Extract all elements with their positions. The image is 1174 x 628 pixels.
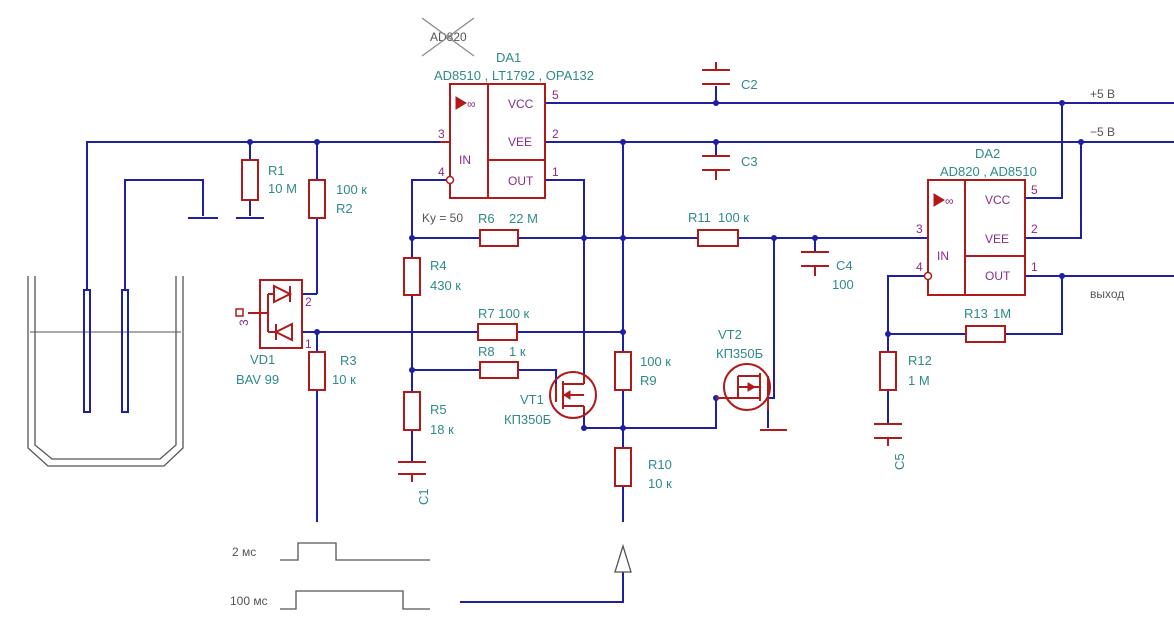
svg-text:R11: R11 — [688, 210, 711, 225]
svg-text:100 к: 100 к — [640, 354, 671, 369]
r3-body — [308, 351, 326, 391]
electrode-vessel — [27, 276, 184, 467]
r1-body — [241, 159, 259, 201]
svg-text:1 к: 1 к — [509, 344, 526, 359]
svg-text:AD820 , AD8510: AD820 , AD8510 — [940, 164, 1037, 179]
svg-text:IN: IN — [459, 153, 471, 167]
svg-text:100 мс: 100 мс — [230, 594, 268, 608]
svg-text:+5 В: +5 В — [1090, 87, 1115, 101]
svg-text:2: 2 — [1031, 222, 1038, 236]
r11-body — [697, 229, 739, 247]
svg-text:C4: C4 — [836, 258, 853, 273]
svg-text:1 М: 1 М — [908, 373, 930, 388]
svg-text:VCC: VCC — [985, 193, 1011, 207]
svg-text:3: 3 — [916, 222, 923, 236]
svg-text:КП350Б: КП350Б — [716, 346, 763, 361]
wires — [86, 86, 1174, 603]
svg-text:IN: IN — [937, 249, 949, 263]
svg-text:100 к: 100 к — [718, 210, 749, 225]
svg-text:R2: R2 — [336, 201, 353, 216]
svg-text:C5: C5 — [892, 453, 907, 470]
r13-body — [965, 325, 1006, 343]
svg-text:3: 3 — [237, 319, 251, 326]
svg-text:1М: 1М — [993, 306, 1011, 321]
svg-text:R8: R8 — [478, 344, 495, 359]
r8-body — [479, 361, 519, 379]
r12-body — [879, 351, 897, 391]
svg-text:R12: R12 — [908, 353, 932, 368]
crossed-out-ad820: AD820 — [421, 17, 475, 57]
r9-body — [614, 351, 632, 391]
svg-text:430 к: 430 к — [430, 278, 461, 293]
svg-text:100: 100 — [832, 277, 854, 292]
r5-body — [403, 391, 421, 431]
svg-text:КП350Б: КП350Б — [504, 412, 551, 427]
junctions — [247, 100, 1084, 431]
svg-text:Kу = 50: Kу = 50 — [422, 211, 463, 225]
svg-text:C2: C2 — [741, 77, 758, 92]
svg-text:OUT: OUT — [985, 269, 1011, 283]
svg-text:100 к: 100 к — [336, 182, 367, 197]
r4-body — [403, 257, 421, 296]
svg-text:1: 1 — [1031, 260, 1038, 274]
svg-text:DA2: DA2 — [975, 146, 1000, 161]
svg-text:∞: ∞ — [945, 194, 954, 208]
svg-text:R9: R9 — [640, 373, 657, 388]
svg-text:10 к: 10 к — [332, 372, 356, 387]
diode-vd1 — [235, 279, 303, 349]
r7-body — [477, 323, 518, 341]
svg-text:R1: R1 — [268, 163, 285, 178]
svg-text:4: 4 — [438, 165, 445, 179]
svg-text:VCC: VCC — [508, 97, 534, 111]
svg-text:C3: C3 — [741, 154, 758, 169]
svg-text:выход: выход — [1090, 287, 1124, 301]
svg-text:1: 1 — [305, 337, 312, 351]
svg-text:−5 В: −5 В — [1090, 125, 1115, 139]
svg-text:∞: ∞ — [467, 97, 476, 111]
svg-text:18 к: 18 к — [430, 422, 454, 437]
r2-body — [308, 179, 326, 219]
svg-text:5: 5 — [552, 88, 559, 102]
svg-text:10 М: 10 М — [268, 181, 297, 196]
svg-text:10 к: 10 к — [648, 476, 672, 491]
svg-text:R4: R4 — [430, 258, 447, 273]
svg-text:R10: R10 — [648, 457, 672, 472]
svg-text:VEE: VEE — [985, 232, 1009, 246]
svg-text:R13: R13 — [964, 306, 988, 321]
svg-text:AD8510 , LT1792 , OPA132: AD8510 , LT1792 , OPA132 — [434, 68, 594, 83]
svg-text:4: 4 — [916, 260, 923, 274]
svg-text:2: 2 — [552, 127, 559, 141]
svg-text:2 мс: 2 мс — [232, 545, 256, 559]
svg-text:VEE: VEE — [508, 135, 532, 149]
opamp-da1: ∞ — [440, 83, 546, 199]
opamp-da2: ∞ — [923, 179, 1026, 296]
labels: DA1 AD8510 , LT1792 , OPA132 VCC VEE OUT… — [230, 50, 1124, 608]
mosfet-vt1 — [549, 371, 597, 419]
r6-body — [479, 229, 519, 247]
svg-text:5: 5 — [1031, 183, 1038, 197]
svg-text:BAV 99: BAV 99 — [236, 372, 279, 387]
r10-body — [614, 447, 632, 487]
capacitors — [398, 62, 902, 482]
svg-text:VD1: VD1 — [250, 352, 275, 367]
svg-text:22 М: 22 М — [509, 211, 538, 226]
svg-text:VT2: VT2 — [718, 327, 742, 342]
svg-text:VT1: VT1 — [520, 392, 544, 407]
svg-text:2: 2 — [305, 295, 312, 309]
pulse-waveforms — [280, 542, 632, 610]
svg-text:DA1: DA1 — [496, 50, 521, 65]
resistors — [241, 159, 1006, 487]
svg-text:R3: R3 — [340, 353, 357, 368]
svg-text:OUT: OUT — [508, 174, 534, 188]
svg-text:1: 1 — [552, 165, 559, 179]
svg-text:R5: R5 — [430, 402, 447, 417]
svg-text:C1: C1 — [416, 488, 431, 505]
svg-text:R6: R6 — [478, 211, 495, 226]
mosfet-vt2 — [716, 363, 771, 411]
svg-text:R7 100 к: R7 100 к — [478, 306, 530, 321]
svg-text:3: 3 — [438, 127, 445, 141]
